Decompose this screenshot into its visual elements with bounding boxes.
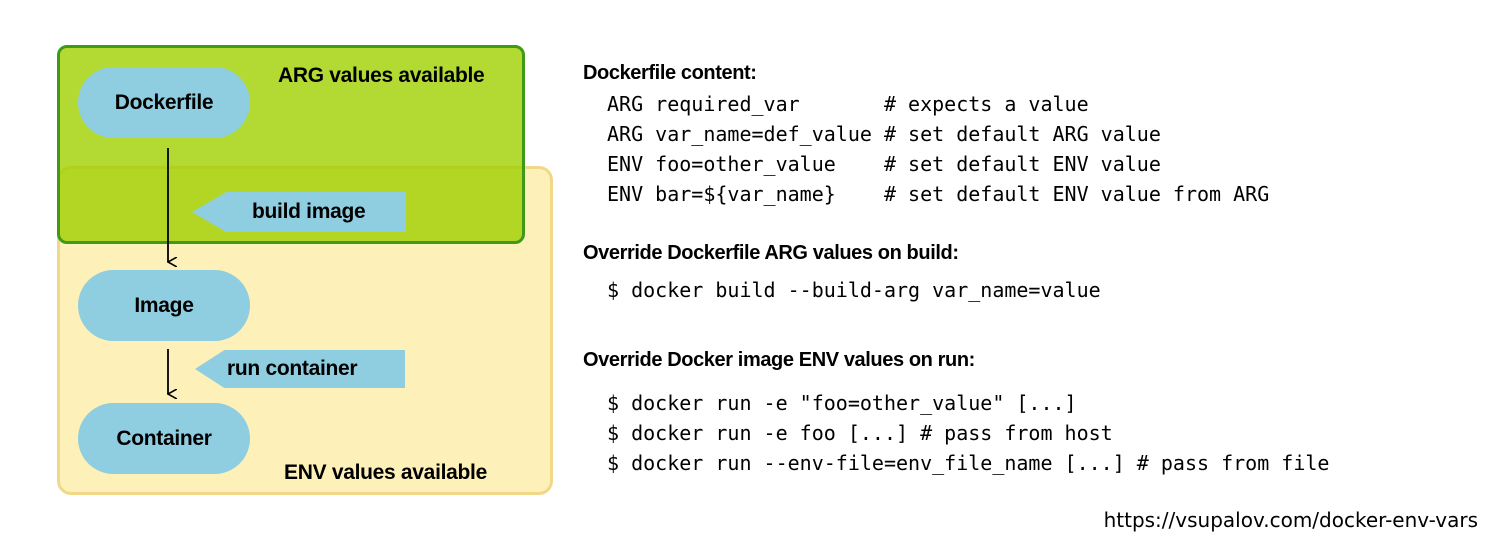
container-node-label: Container: [116, 426, 212, 450]
run-container-label: run container: [227, 357, 358, 380]
container-node: Container: [78, 403, 250, 474]
run-override-code: $ docker run -e "foo=other_value" [...] …: [607, 388, 1329, 478]
code-line: $ docker build --build-arg var_name=valu…: [607, 278, 1101, 302]
code-line: ENV bar=${var_name} # set default ENV va…: [607, 182, 1270, 206]
code-line: $ docker run -e "foo=other_value" [...]: [607, 391, 1077, 415]
dockerfile-node-label: Dockerfile: [114, 90, 214, 114]
code-line: $ docker run --env-file=env_file_name [.…: [607, 451, 1330, 475]
run-override-heading: Override Docker image ENV values on run:: [583, 349, 975, 371]
build-override-heading: Override Dockerfile ARG values on build:: [583, 242, 959, 264]
dockerfile-node: Dockerfile: [78, 67, 250, 138]
flow-arrows: [0, 148, 560, 545]
code-line: ARG var_name=def_value # set default ARG…: [607, 122, 1161, 146]
code-line: ENV foo=other_value # set default ENV va…: [607, 152, 1161, 176]
code-line: $ docker run -e foo [...] # pass from ho…: [607, 421, 1113, 445]
build-image-label: build image: [252, 200, 366, 223]
dockerfile-content-heading: Dockerfile content:: [583, 62, 757, 84]
build-image-tag: build image: [192, 192, 406, 232]
source-url: https://vsupalov.com/docker-env-vars: [1103, 508, 1478, 532]
dockerfile-content-code: ARG required_var # expects a value ARG v…: [607, 89, 1269, 209]
env-zone-label: ENV values available: [284, 461, 487, 484]
arg-zone-label: ARG values available: [278, 64, 485, 87]
image-node-label: Image: [134, 293, 194, 317]
run-container-tag: run container: [195, 350, 405, 388]
image-node: Image: [78, 270, 250, 341]
build-override-code: $ docker build --build-arg var_name=valu…: [607, 275, 1101, 305]
code-line: ARG required_var # expects a value: [607, 92, 1089, 116]
